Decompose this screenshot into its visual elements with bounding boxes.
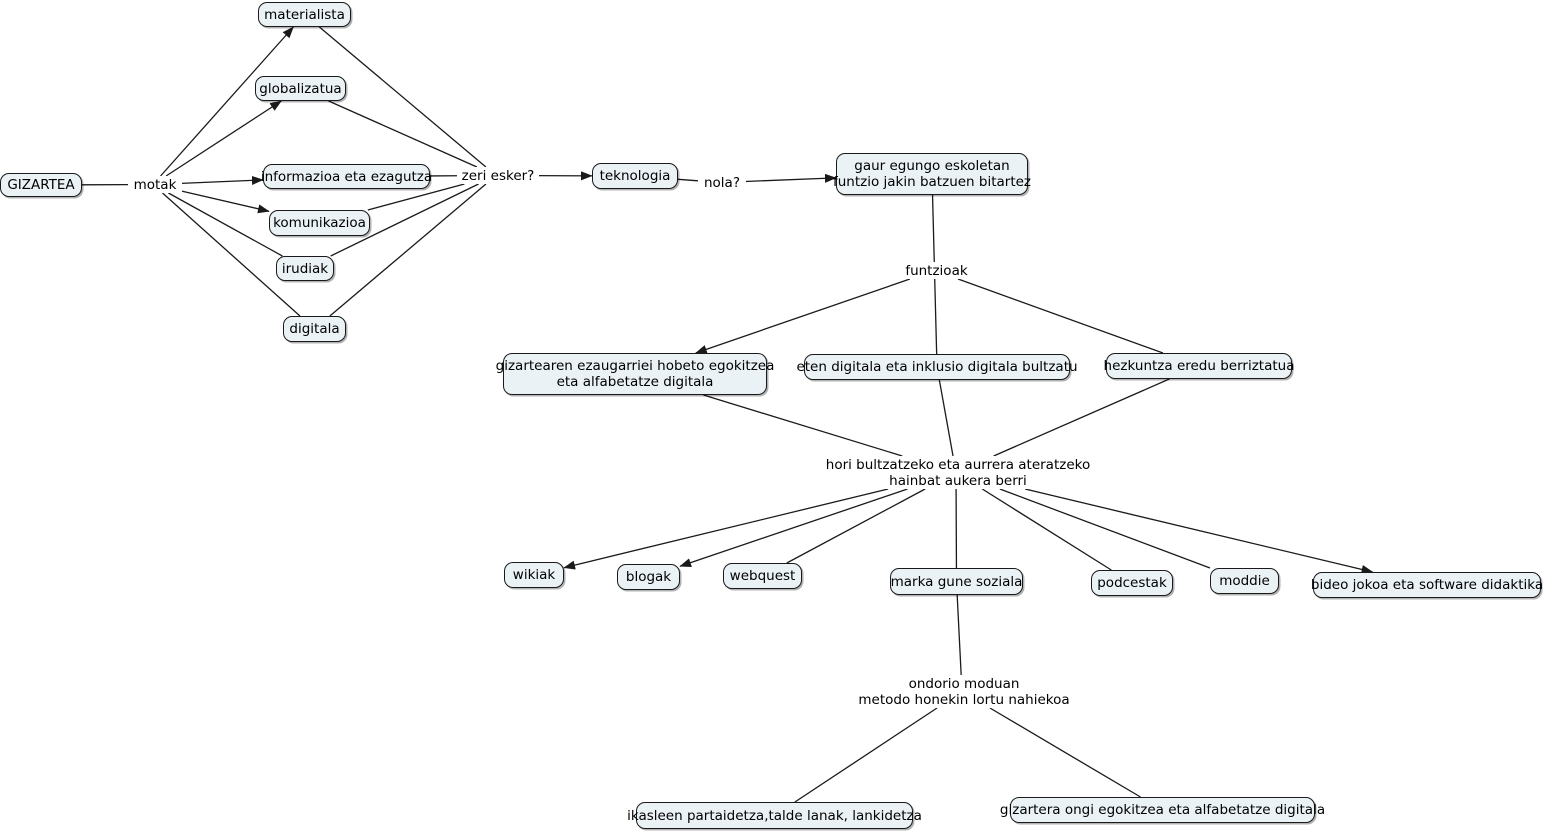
- edge-motak-to-materialista: [160, 26, 294, 177]
- edge-teknologia-to-nola: [677, 178, 699, 182]
- edge-egokitzea-to-hori: [703, 394, 903, 457]
- edge-gaur-to-funtzioak: [931, 194, 935, 263]
- edge-hori-to-bideo: [1024, 488, 1374, 574]
- edge-motak-to-globalizatua: [165, 100, 282, 177]
- link-label-motak[interactable]: motak: [128, 176, 182, 193]
- edge-funtzioak-to-egokitzea: [695, 278, 911, 354]
- edge-group: [81, 26, 1374, 803]
- edge-motak-to-informazioa: [177, 175, 264, 185]
- node-hezkuntza[interactable]: hezkuntza eredu berriztatua: [1104, 353, 1294, 379]
- link-label-ondorio[interactable]: ondorio moduan metodo honekin lortu nahi…: [858, 675, 1070, 708]
- link-label-nola[interactable]: nola?: [698, 174, 746, 191]
- edge-hori-to-blogak: [679, 488, 908, 568]
- edge-marka-to-ondorio: [956, 594, 962, 676]
- link-label-funtzioak[interactable]: funtzioak: [902, 262, 971, 279]
- edge-motak-to-komunikazioa: [177, 189, 270, 214]
- edge-hori-to-podcestak: [981, 488, 1112, 571]
- edge-motak-to-irudiak: [168, 192, 283, 257]
- edge-ondorio-to-ikasleen: [794, 707, 938, 803]
- link-label-hori[interactable]: hori bultzatzeko eta aurrera ateratzeko …: [825, 456, 1091, 489]
- node-webquest[interactable]: webquest: [723, 563, 802, 589]
- edge-digitala-to-zeriesker: [329, 183, 487, 317]
- node-blogak[interactable]: blogak: [617, 564, 680, 590]
- edge-funtzioak-to-eten: [934, 278, 938, 355]
- node-marka[interactable]: marka gune soziala: [890, 568, 1023, 595]
- node-irudiak[interactable]: irudiak: [276, 256, 334, 281]
- node-eten[interactable]: eten digitala eta inklusio digitala bult…: [796, 354, 1078, 380]
- node-teknologia[interactable]: teknologia: [592, 163, 678, 189]
- edge-hezkuntza-to-hori: [993, 378, 1170, 457]
- node-informazioa[interactable]: informazioa eta ezagutza: [261, 164, 432, 189]
- node-komunikazioa[interactable]: komunikazioa: [269, 210, 370, 236]
- edge-nola-to-gaur: [741, 173, 837, 183]
- node-wikiak[interactable]: wikiak: [504, 562, 564, 588]
- node-digitala[interactable]: digitala: [283, 316, 346, 342]
- node-moddie[interactable]: moddie: [1210, 568, 1279, 594]
- edge-ondorio-to-gizartera: [989, 707, 1141, 798]
- edge-hori-to-wikiak: [563, 488, 889, 570]
- edge-globalizatua-to-zeriesker: [328, 100, 478, 168]
- node-egokitzea[interactable]: gizartearen ezaugarriei hobeto egokitzea…: [496, 353, 774, 395]
- node-materialista[interactable]: materialista: [258, 2, 351, 27]
- node-globalizatua[interactable]: globalizatua: [255, 76, 346, 101]
- edge-eten-to-hori: [938, 379, 954, 457]
- node-bideo[interactable]: bideo jokoa eta software didaktika: [1311, 572, 1543, 598]
- edge-hori-to-webquest: [786, 488, 926, 564]
- node-gizartea[interactable]: GIZARTEA: [0, 173, 82, 197]
- node-ikasleen[interactable]: ikasleen partaidetza,talde lanak, lankid…: [627, 802, 922, 829]
- node-gizartera[interactable]: gizartera ongi egokitzea eta alfabetatze…: [1000, 797, 1325, 823]
- edge-funtzioak-to-hezkuntza: [957, 278, 1164, 354]
- node-gaur[interactable]: gaur egungo eskoletan funtzio jakin batz…: [833, 153, 1031, 195]
- link-label-zeriesker[interactable]: zeri esker?: [457, 167, 539, 184]
- edge-hori-to-moddie: [999, 488, 1211, 569]
- node-podcestak[interactable]: podcestak: [1091, 570, 1173, 596]
